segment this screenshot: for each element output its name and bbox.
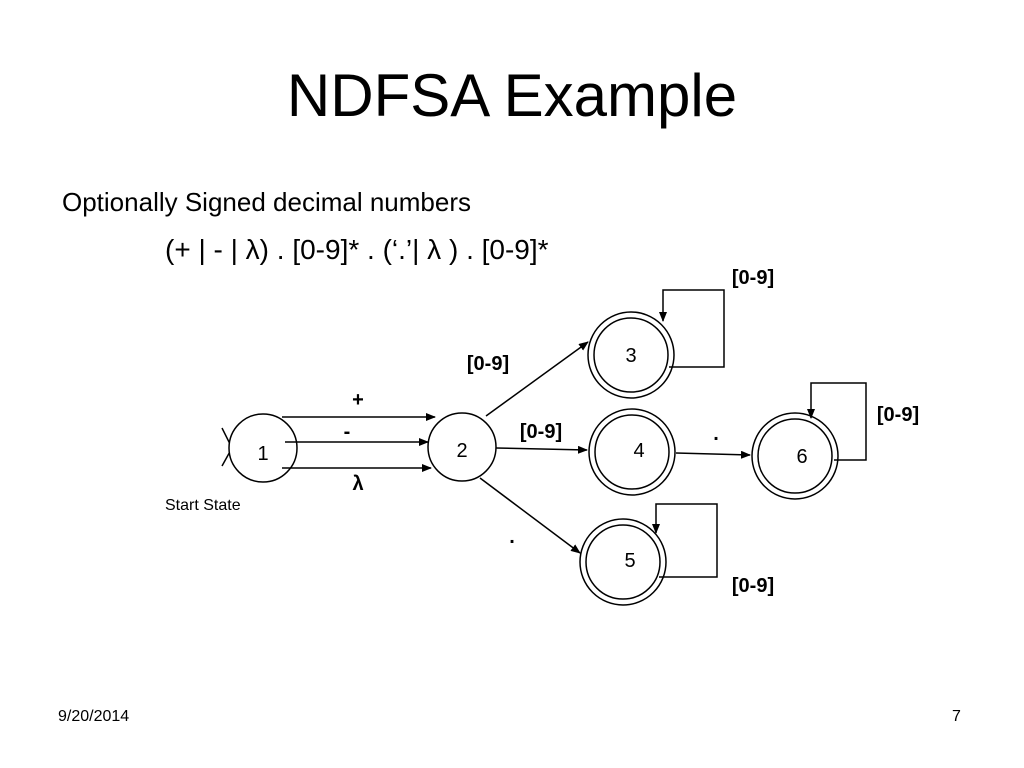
transition-2-3 <box>485 341 589 417</box>
label-lambda: λ <box>352 473 363 495</box>
self-loop-5 <box>652 503 718 578</box>
state-3: 3 <box>587 311 675 399</box>
label-loop-6: [0-9] <box>877 404 919 426</box>
state-6-label: 6 <box>796 446 807 468</box>
regex-expression: (+ | - | λ) . [0-9]* . (‘.’| λ ) . [0-9]… <box>165 234 549 265</box>
label-2-4: [0-9] <box>520 421 562 443</box>
self-loop-3 <box>659 289 725 368</box>
slide-date: 9/20/2014 <box>58 708 130 725</box>
transition-4-6 <box>675 450 751 459</box>
start-state-label: Start State <box>165 497 241 514</box>
label-minus: - <box>344 421 351 443</box>
slide-subtitle: Optionally Signed decimal numbers <box>62 187 471 217</box>
transition-2-5 <box>479 477 581 554</box>
slide-title: NDFSA Example <box>286 62 738 129</box>
label-4-6: . <box>713 423 719 445</box>
state-2: 2 <box>427 412 497 482</box>
transition-2-4 <box>495 445 588 454</box>
label-2-5: . <box>509 526 515 548</box>
label-plus: + <box>352 389 364 411</box>
state-1-label: 1 <box>257 443 268 465</box>
state-4-label: 4 <box>633 440 644 462</box>
state-4: 4 <box>588 408 676 496</box>
self-loop-6 <box>807 382 867 461</box>
label-loop-5: [0-9] <box>732 575 774 597</box>
state-1: 1 <box>228 413 298 483</box>
state-5: 5 <box>579 518 667 606</box>
state-6: 6 <box>751 412 839 500</box>
label-loop-3: [0-9] <box>732 267 774 289</box>
slide-page-number: 7 <box>952 708 961 725</box>
state-2-label: 2 <box>456 440 467 462</box>
state-3-label: 3 <box>625 345 636 367</box>
state-5-label: 5 <box>624 550 635 572</box>
label-2-3: [0-9] <box>467 353 509 375</box>
